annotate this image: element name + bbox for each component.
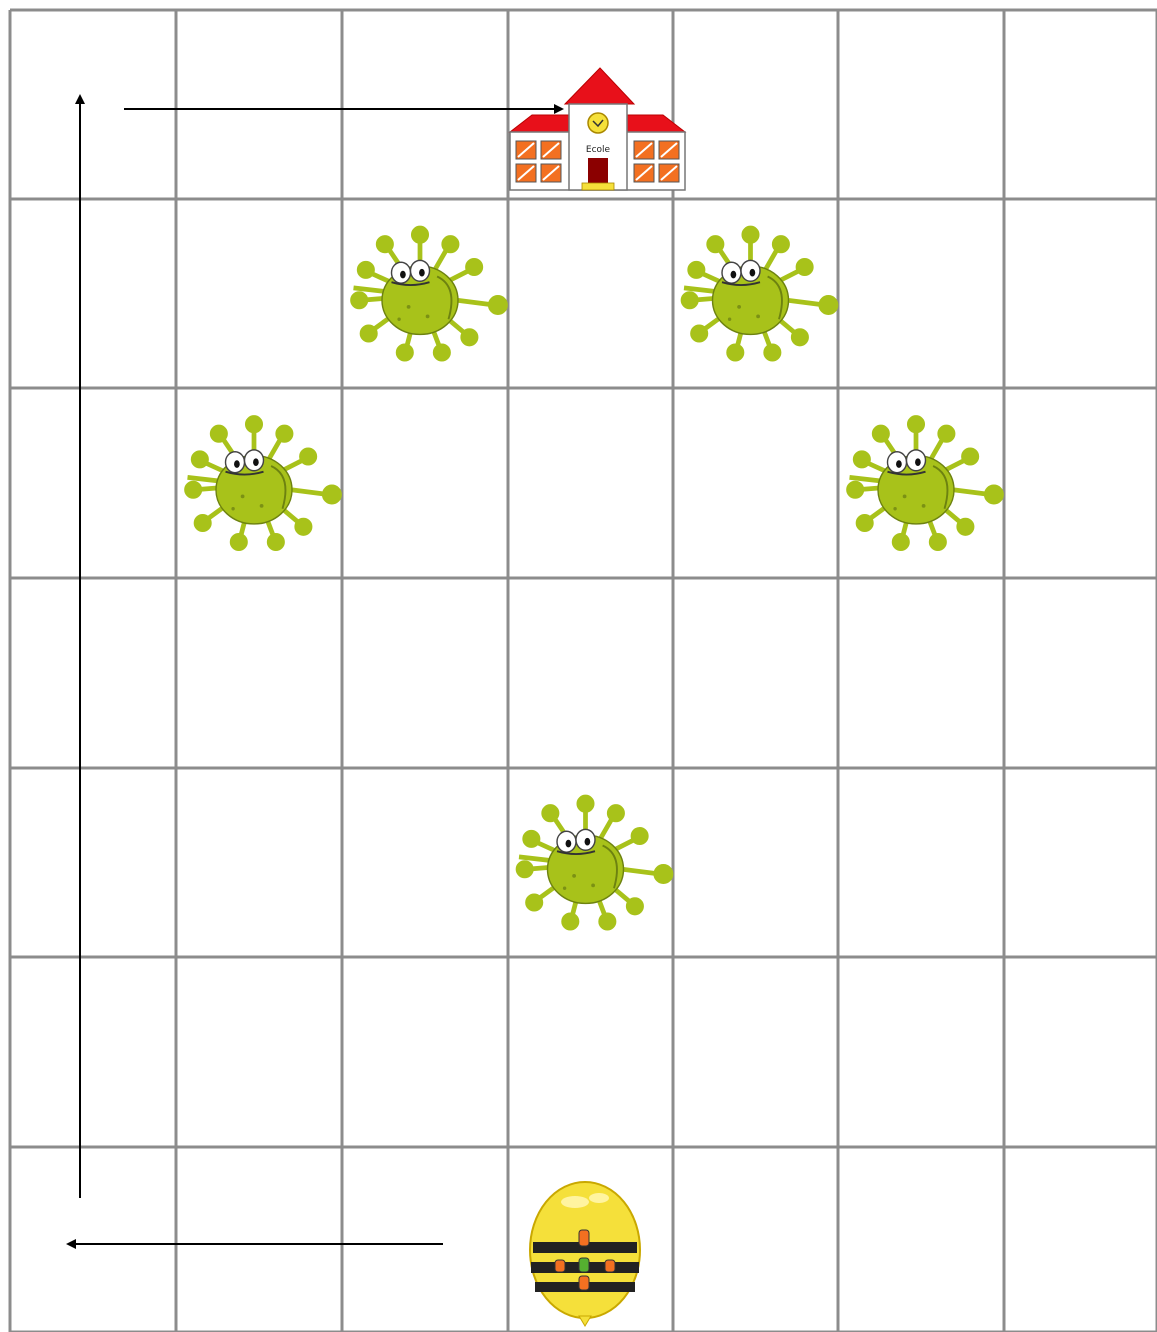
school-label: Ecole: [586, 145, 611, 155]
